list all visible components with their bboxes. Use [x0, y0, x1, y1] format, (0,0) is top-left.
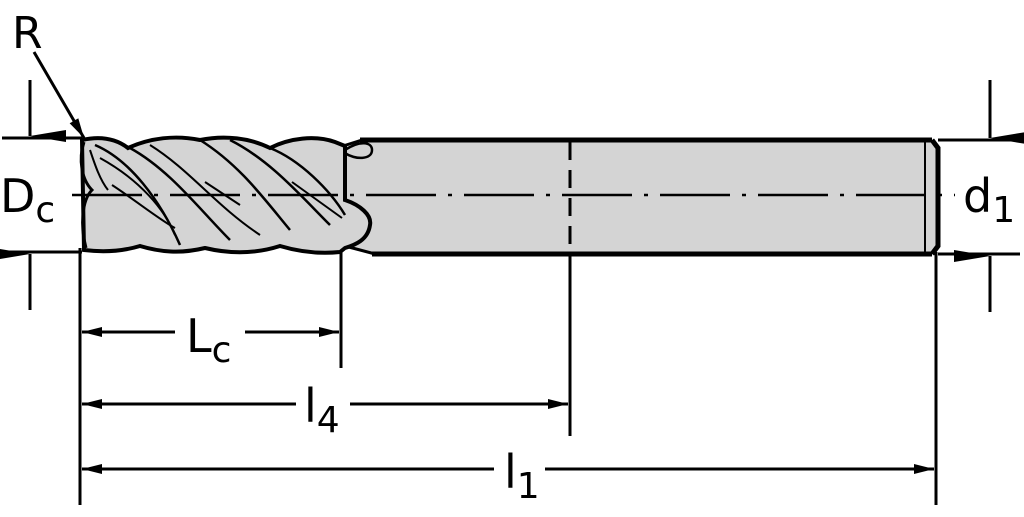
label-l1: l1	[504, 445, 540, 507]
label-l4: l4	[304, 379, 340, 441]
label-d1: d1	[963, 169, 1015, 231]
label-r: R	[12, 8, 43, 59]
label-lc: Lc	[186, 309, 231, 371]
shank	[342, 137, 941, 257]
label-dc: Dc	[0, 169, 55, 231]
radius-leader	[32, 51, 86, 139]
